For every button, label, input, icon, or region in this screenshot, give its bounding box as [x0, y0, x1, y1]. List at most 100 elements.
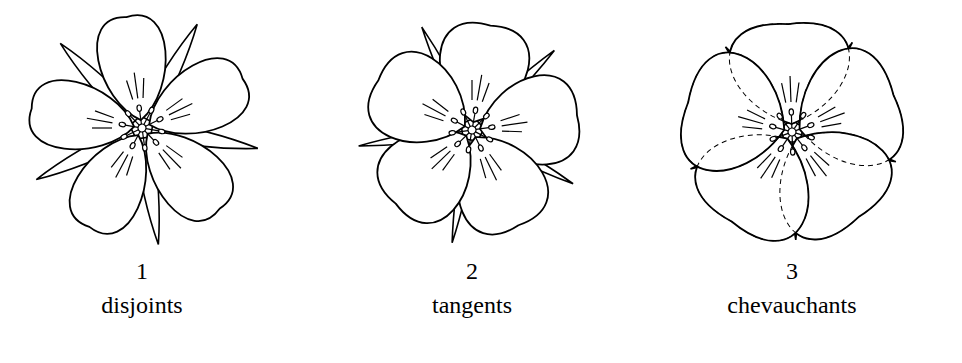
- petal-vein: [140, 78, 146, 98]
- figure-number: 2: [466, 258, 478, 284]
- anther: [450, 117, 458, 124]
- stamen: [143, 132, 145, 145]
- anther: [807, 122, 815, 128]
- petal-vein: [738, 116, 763, 125]
- petal-vein: [477, 159, 489, 178]
- petal-vein: [820, 113, 845, 122]
- hidden-petal-edge: [728, 21, 852, 126]
- stamen: [475, 132, 488, 138]
- petal-vein: [502, 128, 522, 134]
- stamen: [472, 134, 481, 146]
- anther: [769, 136, 777, 142]
- stamen: [126, 130, 139, 136]
- hidden-petal-edge: [671, 44, 801, 187]
- anther: [801, 144, 808, 152]
- stamen: [782, 135, 790, 146]
- stamen: [460, 131, 469, 143]
- petal-vein: [95, 108, 114, 120]
- anther: [137, 105, 142, 112]
- petal-vein: [821, 123, 841, 126]
- petal: [357, 41, 486, 166]
- petal-vein: [742, 126, 762, 129]
- hidden-petal-edge: [779, 38, 915, 185]
- petal-vein: [501, 111, 520, 123]
- petal-vein: [477, 75, 482, 101]
- stamen: [463, 115, 472, 127]
- petal-vein: [163, 147, 181, 170]
- petal-vein: [170, 114, 190, 120]
- petal-vein: [502, 118, 528, 130]
- anther: [776, 112, 783, 120]
- stamen: [130, 115, 139, 126]
- petal-vein: [109, 152, 125, 168]
- flower-3: [666, 19, 918, 259]
- petal-vein: [481, 157, 500, 180]
- petal-vein: [87, 115, 113, 126]
- petal-vein: [432, 148, 451, 171]
- petal: [671, 44, 801, 187]
- petal-vein: [747, 109, 765, 119]
- petal-vein: [795, 82, 799, 102]
- stamen: [794, 118, 802, 129]
- pistil: [467, 125, 476, 134]
- petal-vein: [818, 107, 836, 117]
- anther: [466, 146, 471, 153]
- petal-vein: [431, 99, 450, 111]
- anther: [473, 107, 478, 114]
- petal-vein: [771, 159, 780, 177]
- petal-vein: [482, 82, 489, 102]
- stamen: [140, 111, 142, 124]
- stamen: [791, 115, 793, 128]
- caption-word: chevauchants: [727, 292, 856, 318]
- anther: [156, 116, 164, 123]
- petal-vein: [431, 144, 448, 160]
- figure-number: 3: [786, 258, 798, 284]
- stamen: [145, 130, 154, 141]
- anther: [486, 136, 494, 143]
- stamen: [145, 121, 158, 127]
- petal-vein: [443, 153, 455, 172]
- figure-number: 1: [136, 258, 148, 284]
- petal-vein: [469, 80, 476, 100]
- flower-1: [10, 0, 275, 261]
- hidden-petal-edge: [681, 105, 837, 256]
- anther: [790, 149, 795, 156]
- stamen: [792, 136, 794, 149]
- petal-vein: [760, 157, 776, 179]
- anther: [789, 109, 794, 116]
- stamen: [133, 132, 142, 143]
- petal-vein: [168, 103, 194, 114]
- anther: [449, 130, 456, 135]
- petal-vein: [487, 154, 504, 170]
- petal-vein: [757, 154, 772, 168]
- petal-vein: [806, 158, 815, 176]
- petal-vein: [782, 83, 786, 103]
- petal-vein: [92, 125, 112, 131]
- petal-vein: [810, 155, 826, 177]
- anther: [119, 122, 126, 127]
- hidden-petal-edge: [750, 101, 907, 254]
- petal-vein: [113, 154, 131, 177]
- stamen: [473, 113, 475, 126]
- stamen: [455, 128, 468, 134]
- anther: [124, 110, 132, 118]
- petal: [134, 48, 258, 155]
- anther: [800, 112, 807, 120]
- stamen: [469, 134, 471, 147]
- petal-vein: [421, 104, 447, 116]
- petal-vein: [134, 73, 138, 99]
- petal-vein: [127, 80, 133, 100]
- anther: [142, 144, 147, 151]
- anther: [777, 145, 784, 153]
- anther: [488, 125, 495, 130]
- anther: [120, 133, 128, 140]
- stamen: [476, 125, 489, 131]
- petal-vein: [166, 144, 182, 160]
- stamen: [146, 127, 159, 133]
- petal-vein: [789, 76, 791, 102]
- anther: [769, 123, 776, 129]
- stamen: [125, 123, 138, 129]
- caption-word: disjoints: [101, 292, 182, 318]
- stamen: [456, 122, 469, 128]
- stamen: [782, 118, 790, 129]
